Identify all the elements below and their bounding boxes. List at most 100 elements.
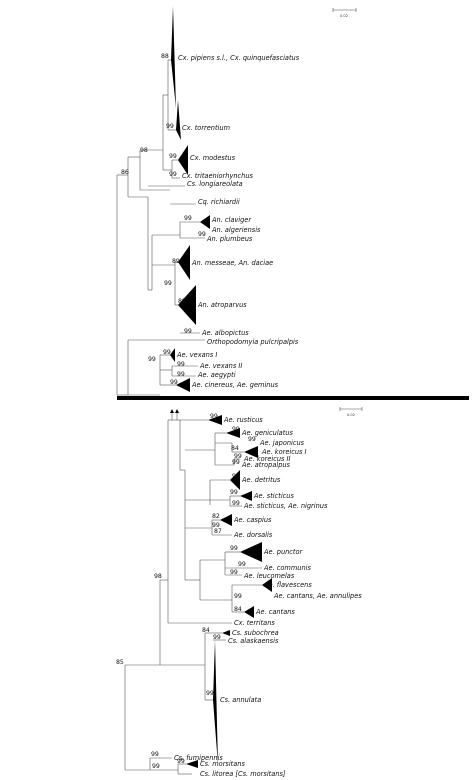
bootstrap-value: 99 xyxy=(198,231,206,238)
clade-cx-pipiens xyxy=(171,6,176,108)
bootstrap-value: 99 xyxy=(166,123,174,130)
taxon-label: Cx. pipiens s.l., Cx. quinquefasciatus xyxy=(178,54,300,62)
bootstrap-value: 99 xyxy=(169,171,177,178)
bootstrap-value: 99 xyxy=(148,356,156,363)
top-scale-bar: 0.02 xyxy=(332,8,357,18)
taxon-label: Cs. subochrea xyxy=(232,629,279,637)
bottom-panel: 0.02 xyxy=(116,407,363,778)
top-bootstrap-values: 88 99 99 99 98 86 99 99 89 99 89 99 99 9… xyxy=(121,53,206,386)
clade-ae-punctor xyxy=(240,542,262,562)
bootstrap-value: 99 xyxy=(213,634,221,641)
taxon-label: Ae. detritus xyxy=(241,476,281,484)
taxon-label: Ae. koreicus II xyxy=(243,455,290,463)
bootstrap-value: 99 xyxy=(230,545,238,552)
taxon-label: Ae. flavescens xyxy=(263,581,312,589)
bootstrap-value: 99 xyxy=(177,758,185,765)
taxon-label: An. algeriensis xyxy=(211,226,261,234)
taxon-label: Ae. vexans II xyxy=(199,362,242,370)
bootstrap-value: 99 xyxy=(163,349,171,356)
taxon-label: Ae. japonicus xyxy=(259,439,305,447)
clade-ae-geniculatus xyxy=(226,428,240,438)
taxon-label: An. atroparvus xyxy=(197,301,247,309)
bootstrap-value: 85 xyxy=(116,659,124,666)
taxon-label: Ae. cantans, Ae. annulipes xyxy=(273,592,362,600)
top-panel: 0.02 xyxy=(116,6,357,396)
bootstrap-value: 99 xyxy=(169,153,177,160)
bottom-scale-label: 0.02 xyxy=(347,413,355,417)
bootstrap-value: 84 xyxy=(202,627,210,634)
bootstrap-value: 99 xyxy=(232,459,240,466)
taxon-label: Cq. richiardii xyxy=(198,198,240,206)
clade-ae-japonicus xyxy=(244,446,258,458)
taxon-label: Ae. geniculatus xyxy=(241,429,293,437)
bootstrap-value: 84 xyxy=(231,445,239,452)
taxon-label: Cs. fumipennis xyxy=(174,754,223,762)
clade-an-claviger xyxy=(200,215,210,229)
taxon-label: Ae. vexans I xyxy=(176,351,217,359)
bootstrap-value: 99 xyxy=(184,328,192,335)
taxon-label: Ae. leucomelas xyxy=(243,572,295,580)
taxon-label: An. messeae, An. daciae xyxy=(191,259,273,267)
taxon-label: Ae. aegypti xyxy=(197,371,236,379)
bottom-scale-bar: 0.02 xyxy=(339,407,363,417)
top-scale-label: 0.02 xyxy=(340,14,348,18)
taxon-label: Ae. cinereus, Ae. geminus xyxy=(191,381,279,389)
taxon-label: Cs. litorea [Cs. morsitans] xyxy=(200,770,286,778)
bootstrap-value: 99 xyxy=(177,371,185,378)
clade-cx-modestus xyxy=(178,145,188,175)
taxon-label: Cx. torrentium xyxy=(182,124,230,132)
bootstrap-value: 99 xyxy=(164,280,172,287)
taxon-label: Ae. dorsalis xyxy=(233,531,273,539)
taxon-label: Ae. cantans xyxy=(255,608,295,616)
bootstrap-value: 88 xyxy=(161,53,169,60)
taxon-label: Ae. sticticus xyxy=(253,492,294,500)
bootstrap-value: 99 xyxy=(152,763,160,770)
bootstrap-value: 99 xyxy=(170,379,178,386)
bootstrap-value: 99 xyxy=(177,361,185,368)
taxon-label: Cx. tritaeniorhynchus xyxy=(182,172,254,180)
top-branches xyxy=(116,59,205,396)
clade-cs-annulata xyxy=(213,640,218,765)
taxon-label: Cx. modestus xyxy=(190,154,236,162)
taxon-label: Ae. rusticus xyxy=(223,416,263,424)
clade-cx-torrentium xyxy=(176,100,181,140)
bootstrap-value: 99 xyxy=(184,215,192,222)
clade-an-messeae xyxy=(178,245,190,280)
clade-ae-vexans-i xyxy=(170,348,175,362)
bootstrap-value: 99 xyxy=(232,473,240,480)
bootstrap-value: 99 xyxy=(230,569,238,576)
bootstrap-value: 98 xyxy=(154,573,162,580)
bootstrap-value: 99 xyxy=(248,436,256,443)
bootstrap-value: 99 xyxy=(151,751,159,758)
bottom-bootstrap-values: 99 99 99 84 99 99 99 99 99 82 99 87 99 9… xyxy=(116,413,256,770)
bootstrap-value: 99 xyxy=(230,489,238,496)
bootstrap-value: 87 xyxy=(214,528,222,535)
taxon-label: Cx. territans xyxy=(234,619,275,627)
taxon-label: Ae. atropalpus xyxy=(241,461,291,469)
bootstrap-value: 99 xyxy=(210,413,218,420)
clade-cs-alaskaensis xyxy=(222,630,230,636)
taxon-label: Cs. alaskaensis xyxy=(228,637,279,645)
root-arrows xyxy=(170,409,179,420)
bootstrap-value: 99 xyxy=(206,690,214,697)
taxon-label: Ae. punctor xyxy=(263,548,304,556)
taxon-label: Ae. albopictus xyxy=(201,329,249,337)
taxon-label: Ae. caspius xyxy=(233,516,272,524)
bootstrap-value: 99 xyxy=(238,561,246,568)
taxon-label: Cs. annulata xyxy=(220,696,261,704)
clade-ae-cantans xyxy=(262,578,272,592)
bottom-branches xyxy=(124,419,262,775)
bottom-collapsed-clades xyxy=(186,415,272,768)
taxon-label: Ae. communis xyxy=(263,564,311,572)
taxon-label: Cs. morsitans xyxy=(200,760,245,768)
clade-ae-cantans2 xyxy=(244,606,254,618)
bootstrap-value: 89 xyxy=(178,298,186,305)
taxon-label: Ae. koreicus I xyxy=(261,448,307,456)
taxon-label: Orthopodomyia pulcripalpis xyxy=(207,338,299,346)
bootstrap-value: 99 xyxy=(234,593,242,600)
clade-cs-morsitans xyxy=(186,760,198,768)
bootstrap-value: 98 xyxy=(140,147,148,154)
bootstrap-value: 99 xyxy=(212,522,220,529)
taxon-label: An. plumbeus xyxy=(206,235,253,243)
